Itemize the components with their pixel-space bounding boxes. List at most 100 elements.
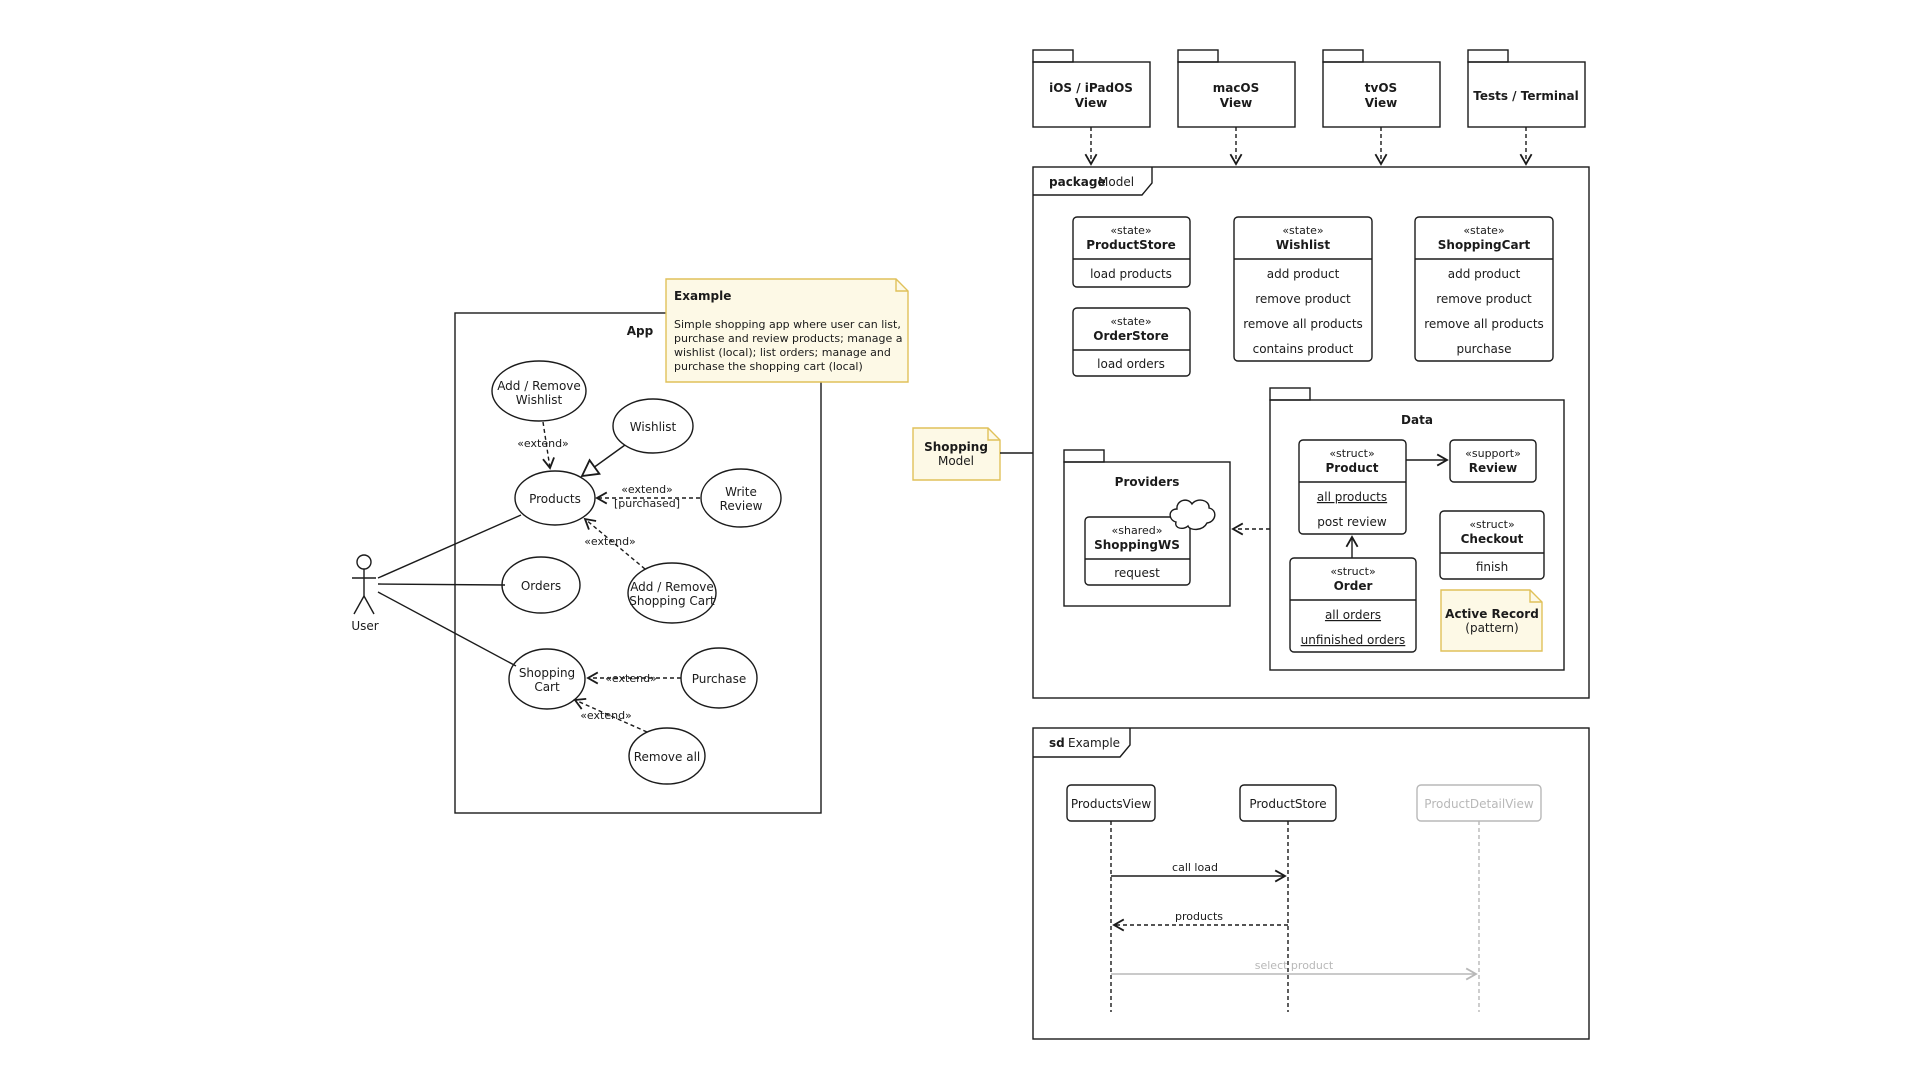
message-label: select product <box>1255 959 1334 972</box>
class-operation: remove product <box>1436 292 1532 306</box>
usecase-label: Orders <box>521 579 561 593</box>
note-label: Active Record <box>1445 607 1539 621</box>
class-name: Order <box>1334 579 1373 593</box>
class-operation: add product <box>1267 267 1340 281</box>
class-name: ProductStore <box>1086 238 1176 252</box>
class-name: Checkout <box>1461 532 1524 546</box>
class-operation: all products <box>1317 490 1387 504</box>
package-providers: Providers «shared» ShoppingWS request <box>1063 449 1231 607</box>
active-record-note: Active Record (pattern) <box>1440 589 1543 652</box>
extend-label: «extend» <box>580 709 632 722</box>
class-name: Review <box>1469 461 1518 475</box>
usecase-label: Shopping Cart <box>629 594 715 608</box>
package-label: View <box>1365 96 1397 110</box>
class-wishlist: «state» Wishlist add product remove prod… <box>1233 216 1373 362</box>
app-boundary <box>454 312 822 814</box>
app-boundary-title: App <box>627 324 654 338</box>
class-operation: add product <box>1448 267 1521 281</box>
usecase-label: Cart <box>534 680 560 694</box>
class-stereotype: «shared» <box>1112 524 1163 537</box>
usecase-label: Wishlist <box>630 420 677 434</box>
package-label: iOS / iPadOS <box>1049 81 1133 95</box>
class-shopping-cart: «state» ShoppingCart add product remove … <box>1414 216 1554 362</box>
package-label: View <box>1220 96 1252 110</box>
usecase-purchase: Purchase <box>680 647 758 709</box>
participant-products-view: ProductsView <box>1066 784 1156 1012</box>
class-stereotype: «state» <box>1110 224 1151 237</box>
note-line: Simple shopping app where user can list, <box>674 318 901 331</box>
class-name: Product <box>1326 461 1379 475</box>
participant-product-detail-view: ProductDetailView <box>1416 784 1542 1012</box>
extend-label: «extend» <box>584 535 636 548</box>
class-operation: finish <box>1476 560 1508 574</box>
package-data: Data <box>1269 387 1565 671</box>
package-tests-terminal: Tests / Terminal <box>1467 49 1586 128</box>
class-operation: remove all products <box>1424 317 1544 331</box>
participant-label: ProductsView <box>1071 797 1151 811</box>
class-name: Wishlist <box>1276 238 1330 252</box>
actor-head-icon <box>356 554 372 570</box>
note-line: purchase the shopping cart (local) <box>674 360 863 373</box>
class-stereotype: «struct» <box>1469 518 1514 531</box>
class-stereotype: «support» <box>1465 447 1521 460</box>
package-ios-view: iOS / iPadOS View <box>1032 49 1151 128</box>
note-label: Shopping <box>924 440 988 454</box>
class-stereotype: «struct» <box>1329 447 1374 460</box>
message-label: products <box>1175 910 1223 923</box>
actor-label: User <box>351 619 378 633</box>
model-frame <box>1032 166 1590 699</box>
class-stereotype: «struct» <box>1330 565 1375 578</box>
usecase-products: Products <box>514 470 596 526</box>
participant-label: ProductStore <box>1249 797 1326 811</box>
package-label: macOS <box>1213 81 1260 95</box>
note-line: purchase and review products; manage a <box>674 332 902 345</box>
package-macos-view: macOS View <box>1177 49 1296 128</box>
shopping-model-note: Shopping Model <box>912 427 1001 481</box>
usecase-label: Remove all <box>634 750 701 764</box>
usecase-label: Add / Remove <box>497 379 581 393</box>
usecase-remove-all: Remove all <box>628 727 706 785</box>
class-operation: unfinished orders <box>1301 633 1406 647</box>
user-actor: User <box>351 554 379 633</box>
sequence-frame-keyword: sd <box>1049 736 1065 750</box>
package-label: Providers <box>1115 475 1180 489</box>
usecase-orders: Orders <box>501 556 581 614</box>
class-order-store: «state» OrderStore load orders <box>1072 307 1191 377</box>
class-name: ShoppingWS <box>1094 538 1180 552</box>
class-order: «struct» Order all orders unfinished ord… <box>1289 557 1417 653</box>
extend-label: «extend» <box>517 437 569 450</box>
class-product: «struct» Product all products post revie… <box>1298 439 1407 535</box>
sequence-frame-name: Example <box>1068 736 1120 750</box>
usecase-label: Add / Remove <box>630 580 714 594</box>
model-frame-keyword: package <box>1049 175 1106 189</box>
example-note: Example Simple shopping app where user c… <box>665 278 909 383</box>
package-label: Tests / Terminal <box>1473 89 1579 103</box>
class-name: ShoppingCart <box>1438 238 1531 252</box>
participant-product-store: ProductStore <box>1239 784 1337 1012</box>
usecase-add-remove-wishlist: Add / Remove Wishlist <box>491 360 587 422</box>
note-line: wishlist (local); list orders; manage an… <box>674 346 891 359</box>
sequence-frame <box>1032 727 1590 1040</box>
note-title: Example <box>674 289 731 303</box>
class-checkout: «struct» Checkout finish <box>1439 510 1545 580</box>
guard-label: [purchased] <box>614 497 680 510</box>
class-stereotype: «state» <box>1110 315 1151 328</box>
package-label: Data <box>1401 413 1433 427</box>
usecase-label: Purchase <box>692 672 747 686</box>
usecase-label: Write <box>725 485 757 499</box>
class-operation: load products <box>1090 267 1172 281</box>
note-label: (pattern) <box>1465 621 1518 635</box>
class-shopping-ws <box>1084 516 1191 586</box>
class-stereotype: «state» <box>1463 224 1504 237</box>
usecase-label: Shopping <box>519 666 575 680</box>
package-label: View <box>1075 96 1107 110</box>
class-name: OrderStore <box>1093 329 1168 343</box>
usecase-label: Products <box>529 492 581 506</box>
package-tvos-view: tvOS View <box>1322 49 1441 128</box>
class-operation: request <box>1114 566 1160 580</box>
class-review: «support» Review <box>1449 439 1537 483</box>
extend-label: «extend» <box>621 483 673 496</box>
usecase-add-remove-cart: Add / Remove Shopping Cart <box>627 562 717 624</box>
class-operation: remove product <box>1255 292 1351 306</box>
class-operation: purchase <box>1456 342 1511 356</box>
